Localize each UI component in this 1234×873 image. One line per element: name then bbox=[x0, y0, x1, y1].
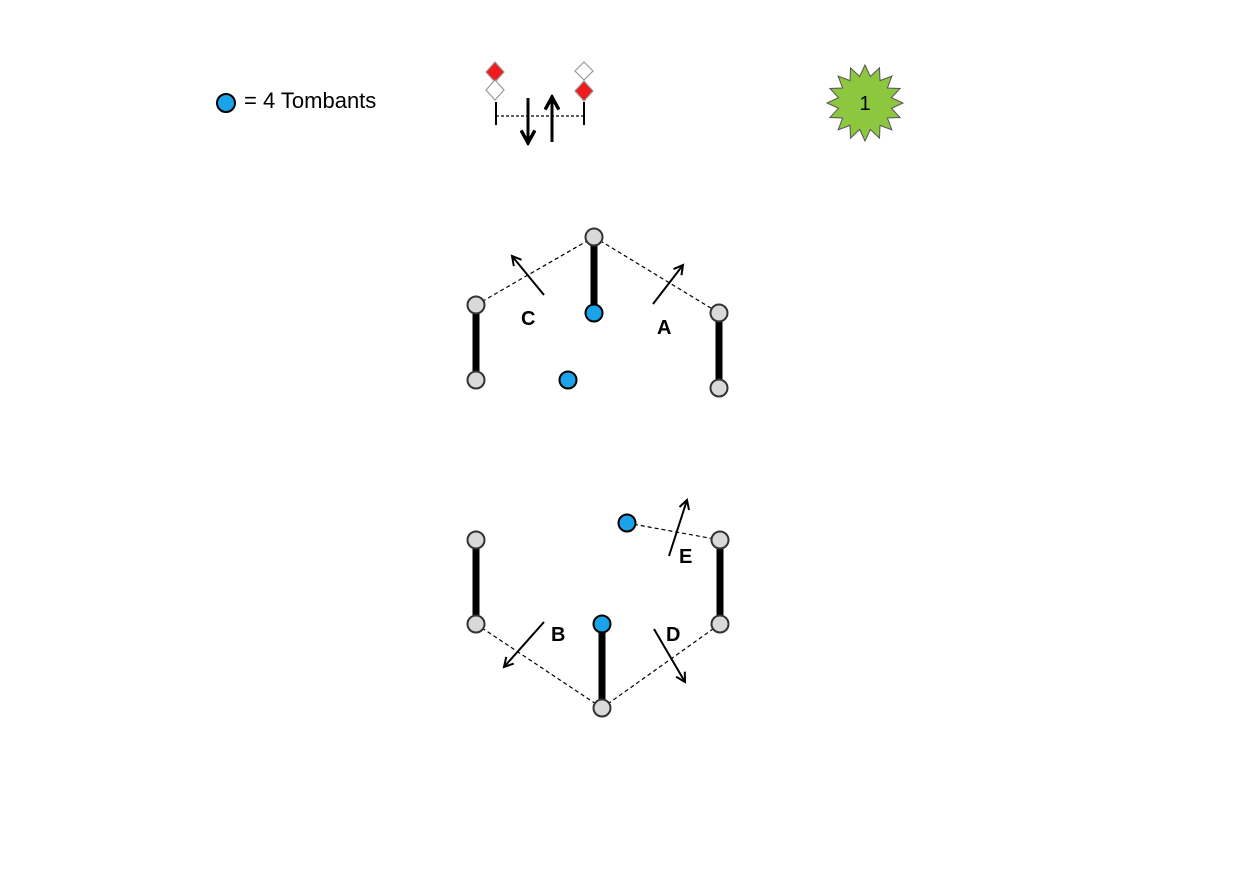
tombant-marker bbox=[558, 370, 578, 390]
pole-marker bbox=[709, 303, 729, 323]
pole-marker bbox=[710, 614, 730, 634]
gate-flag-icon bbox=[485, 61, 594, 143]
step-number-text: 1 bbox=[859, 93, 870, 115]
tombant-marker bbox=[592, 614, 612, 634]
gate-c-arrow-icon bbox=[512, 256, 545, 296]
tombant-legend-icon bbox=[216, 93, 236, 113]
pole-marker bbox=[466, 530, 486, 550]
gate-label-b: B bbox=[551, 624, 565, 646]
legend: = 4 Tombants bbox=[216, 88, 376, 113]
pole-marker bbox=[709, 378, 729, 398]
gate-b-arrow-icon bbox=[504, 621, 545, 667]
gate-e-arrow-icon bbox=[668, 500, 687, 557]
pole-marker bbox=[584, 227, 604, 247]
gate-label-c: C bbox=[521, 308, 535, 330]
gate-label-d: D bbox=[666, 624, 680, 646]
step-number-badge: 1 bbox=[825, 63, 905, 143]
pole-marker bbox=[466, 295, 486, 315]
pole-marker bbox=[466, 614, 486, 634]
pole-marker bbox=[592, 698, 612, 718]
gate-a-arrow-icon bbox=[652, 265, 683, 305]
top-gate-set: C A bbox=[466, 227, 729, 398]
gate-d-arrow-icon bbox=[653, 628, 685, 682]
pole-marker bbox=[466, 370, 486, 390]
tombant-marker bbox=[617, 513, 637, 533]
tombant-marker bbox=[584, 303, 604, 323]
bottom-gate-set: B D E bbox=[466, 500, 730, 718]
gate-label-e: E bbox=[679, 546, 692, 568]
gate-label-a: A bbox=[657, 317, 671, 339]
pole-marker bbox=[710, 530, 730, 550]
tombant-legend-label: = 4 Tombants bbox=[244, 88, 376, 113]
